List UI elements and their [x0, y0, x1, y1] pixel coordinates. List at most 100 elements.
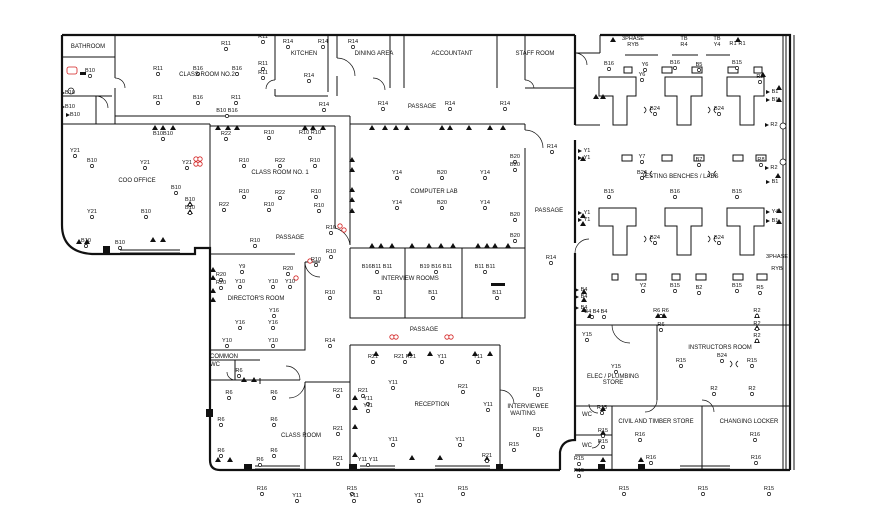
- ceiling-point-icon: [188, 203, 192, 207]
- wall-point-icon: [766, 90, 770, 94]
- ceiling-point-icon: [322, 108, 326, 112]
- wall-fitting-icon: [450, 243, 456, 248]
- electrical-tag: Y16: [269, 308, 279, 314]
- ceiling-point-icon: [143, 166, 147, 170]
- electrical-tag: B15: [732, 189, 742, 195]
- electrical-tag: B10: [141, 209, 151, 215]
- socket-icon: [341, 227, 347, 233]
- electrical-tag: R10: [310, 158, 320, 164]
- electrical-tag: Y1: [584, 217, 591, 223]
- electrical-point: Y11: [437, 354, 447, 364]
- electrical-point: R11: [258, 34, 268, 44]
- panel-top-ryb: RYB: [627, 42, 639, 48]
- electrical-point: Y10: [285, 279, 295, 289]
- wall-fitting-icon: [409, 243, 415, 248]
- room-label-passage-lower: PASSAGE: [410, 327, 438, 333]
- electrical-point: R21: [333, 456, 343, 466]
- panel-right-ryb: RYB: [771, 266, 783, 272]
- ceiling-point-icon: [350, 492, 354, 496]
- electrical-point: B10: [115, 240, 125, 250]
- ceiling-point-icon: [317, 209, 321, 213]
- electrical-point: Y16: [268, 320, 278, 330]
- electrical-tag: Y14: [480, 170, 490, 176]
- room-label-reception: RECEPTION: [414, 402, 449, 408]
- ceiling-point-icon: [476, 360, 480, 364]
- electrical-tag: R15: [458, 486, 468, 492]
- ceiling-point-icon: [352, 499, 356, 503]
- electrical-tag: R6: [225, 390, 232, 396]
- ceiling-point-icon: [90, 164, 94, 168]
- panel-y4: Y4: [714, 42, 721, 48]
- ceiling-point-icon: [366, 409, 370, 413]
- electrical-tag: R10 R10: [299, 130, 321, 136]
- ceiling-point-icon: [329, 231, 333, 235]
- electrical-tag: R10: [326, 225, 336, 231]
- electrical-tag: Y15: [582, 332, 592, 338]
- electrical-point: R11: [231, 95, 241, 105]
- ceiling-point-icon: [486, 408, 490, 412]
- electrical-tag: R21: [368, 354, 378, 360]
- electrical-tag: Y11: [437, 354, 447, 360]
- electrical-point: R10: [310, 158, 320, 168]
- electrical-point: R2: [765, 122, 778, 128]
- electrical-point: R22: [275, 190, 285, 200]
- wall-point-icon: [575, 288, 579, 292]
- ceiling-point-icon: [328, 296, 332, 300]
- electrical-tag: B10: [65, 90, 75, 96]
- socket-icon: [393, 334, 399, 340]
- electrical-point: Y1: [578, 155, 590, 161]
- ceiling-point-icon: [272, 454, 276, 458]
- ceiling-point-icon: [88, 74, 92, 78]
- electrical-tag: Y21: [182, 160, 192, 166]
- electrical-tag: R20: [216, 280, 226, 286]
- electrical-tag: R6: [256, 457, 263, 463]
- electrical-point: Y21: [87, 209, 97, 219]
- electrical-point: R6: [270, 390, 278, 400]
- electrical-point: B16: [193, 95, 203, 105]
- wall-fitting-icon: [593, 94, 599, 99]
- room-label-class-room-2: CLASS ROOM NO.2: [179, 72, 235, 78]
- electrical-point: Y1: [578, 210, 590, 216]
- electrical-point: Y1: [578, 148, 590, 154]
- wall-fitting-icon: [210, 267, 216, 272]
- electrical-tag: B20: [437, 170, 447, 176]
- ceiling-point-icon: [258, 463, 262, 467]
- ceiling-point-icon: [758, 80, 762, 84]
- room-label-dining-area: DINING AREA: [355, 51, 394, 57]
- electrical-tag: B10: [185, 205, 195, 211]
- wall-point-icon: [66, 113, 70, 117]
- electrical-tag: B15: [604, 189, 614, 195]
- ceiling-point-icon: [376, 296, 380, 300]
- wall-fitting-icon: [466, 125, 472, 130]
- electrical-tag: Y16: [268, 320, 278, 326]
- ceiling-point-icon: [260, 492, 264, 496]
- electrical-point: R11: [153, 95, 163, 105]
- toilet-icon: [66, 66, 78, 75]
- electrical-point: R14: [319, 102, 329, 112]
- wall-fitting-icon: [437, 455, 443, 460]
- electrical-tag: R15: [509, 442, 519, 448]
- electrical-tag: R14: [500, 101, 510, 107]
- electrical-point: Y7: [639, 154, 645, 164]
- electrical-point: Y11: [363, 396, 373, 406]
- wall-fitting-icon: [426, 243, 432, 248]
- electrical-point: R2: [753, 308, 761, 318]
- wall-fitting-icon: [234, 125, 240, 130]
- electrical-point: R15: [747, 358, 757, 368]
- electrical-tag: Y11: [363, 403, 373, 409]
- ceiling-point-icon: [351, 45, 355, 49]
- electrical-tag: R21: [333, 426, 343, 432]
- wall-fitting-icon: [581, 297, 587, 302]
- ceiling-point-icon: [755, 339, 759, 343]
- electrical-point: B11: [373, 290, 383, 300]
- ceiling-point-icon: [735, 289, 739, 293]
- wall-fitting-icon: [580, 221, 586, 226]
- electrical-tag: Y15: [611, 364, 621, 370]
- electrical-point: B20: [437, 200, 447, 210]
- ceiling-point-icon: [314, 195, 318, 199]
- sink-icon: [80, 72, 86, 75]
- electrical-point: Y11: [388, 380, 398, 390]
- ceiling-point-icon: [461, 390, 465, 394]
- ceiling-point-icon: [458, 443, 462, 447]
